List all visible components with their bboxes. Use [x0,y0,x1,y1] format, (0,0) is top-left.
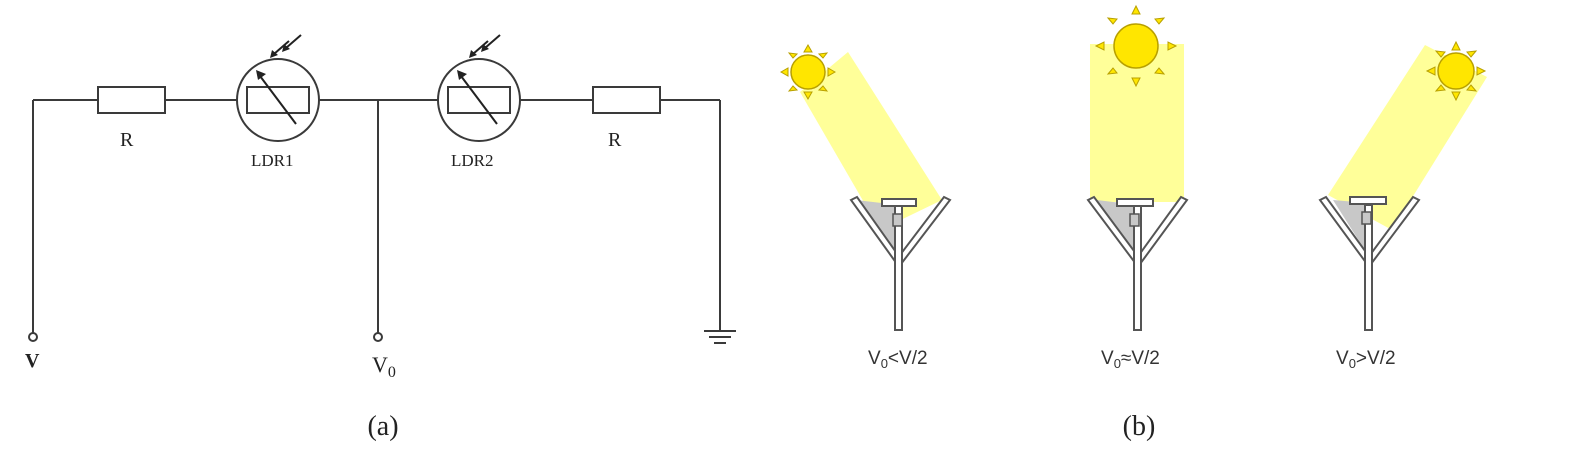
light-arrows-icon [270,34,302,58]
sun-icon [1425,40,1487,102]
sensor-plate [1116,198,1154,207]
light-arrows-icon [469,34,501,58]
resistor-left [97,86,166,114]
ground-icon [704,330,736,344]
resistor-left-label: R [120,129,134,151]
reflector-right [1137,195,1189,267]
output-label: V0 [372,352,396,381]
circuit-diagram: R R LDR1 LDR2 V V0 (a) [25,34,736,442]
ldr1-symbol [236,34,320,142]
sensor-ldr [1129,213,1140,227]
supply-terminal [28,332,38,342]
tracker-illustrations: V0<V/2 V0≈V/2 [779,4,1487,442]
caption-a: (a) [367,411,398,442]
sun-icon [779,43,837,101]
sensor-ldr [1361,211,1372,225]
light-beam [800,52,942,230]
ldr2-label: LDR2 [451,151,494,170]
caption-b: (b) [1123,411,1156,442]
light-beam [1090,44,1184,202]
case-2-label: V0≈V/2 [1101,348,1160,371]
sensor-plate [1349,196,1387,205]
sensor-plate [881,198,917,207]
resistor-right [592,86,661,114]
shadow-area [1333,200,1390,255]
supply-label: V [25,350,40,372]
tracker-case-2: V0≈V/2 [1086,4,1189,371]
variable-arrow-icon [457,70,467,80]
variable-arrow-icon [256,70,266,80]
case-1-label: V0<V/2 [868,348,928,371]
ldr1-label: LDR1 [251,151,294,170]
light-beam [1328,45,1487,230]
ldr2-symbol [437,34,521,142]
output-terminal [373,332,383,342]
case-3-label: V0>V/2 [1336,348,1396,371]
sun-icon [1094,4,1178,88]
tracker-case-1: V0<V/2 [779,43,952,371]
tracker-case-3: V0>V/2 [1318,40,1487,371]
sensor-ldr [892,213,903,227]
resistor-right-label: R [608,129,622,151]
